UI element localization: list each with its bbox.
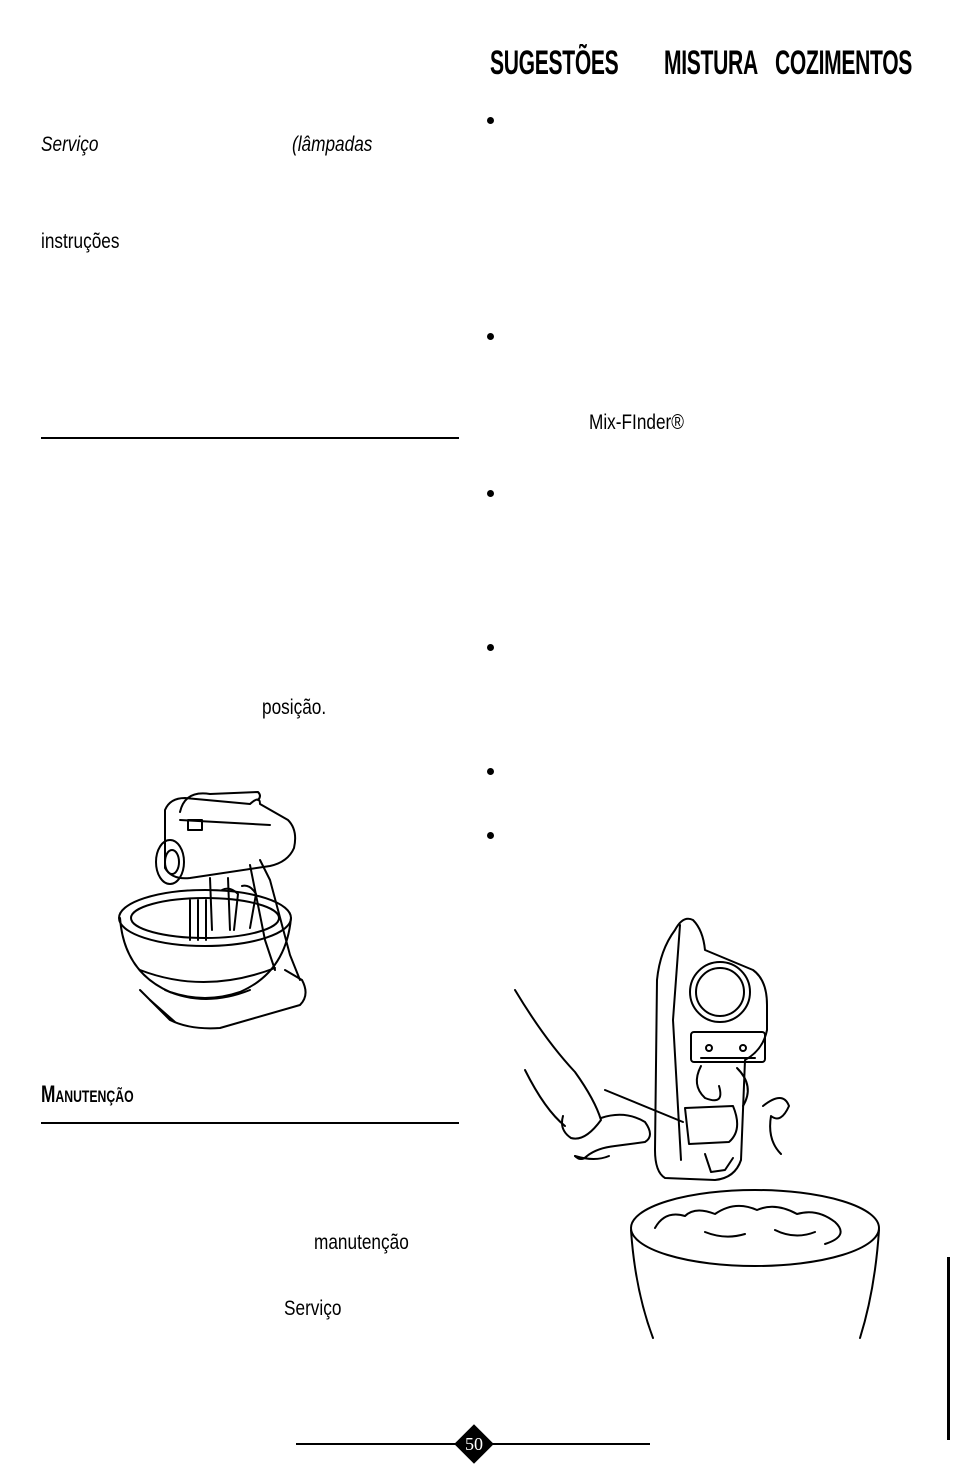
footer-line-left [296, 1443, 460, 1445]
bullet-6 [487, 832, 494, 839]
bullet-5 [487, 768, 494, 775]
page-number: 50 [465, 1434, 483, 1454]
section-divider-top [41, 437, 459, 439]
heading-cozimentos: COZIMENTOS [775, 44, 913, 82]
bullet-3 [487, 490, 494, 497]
heading-mistura: MISTURA [664, 44, 758, 82]
text-servico-italic: Serviço [41, 133, 99, 156]
text-posicao: posição. [262, 696, 327, 719]
bullet-1 [487, 117, 494, 124]
heading-sugestoes: SUGESTÕES [490, 44, 619, 82]
footer-line-right [488, 1443, 650, 1445]
maintenance-heading: Manutenção [41, 1081, 134, 1108]
text-manutencao: manutenção [314, 1231, 409, 1254]
bullet-2 [487, 333, 494, 340]
text-mixfinder: Mix-FInder® [589, 411, 684, 434]
scraping-bowl-illustration [514, 917, 880, 1339]
page-number-badge: 50 [454, 1424, 494, 1464]
maintenance-divider [41, 1122, 459, 1124]
text-instrucoes: instruções [41, 230, 120, 253]
bullet-4 [487, 644, 494, 651]
page-edge-marker [947, 1257, 950, 1440]
text-servico: Serviço [284, 1297, 342, 1320]
stand-mixer-illustration [118, 791, 307, 1030]
text-lampadas-italic: (lâmpadas [292, 133, 373, 156]
